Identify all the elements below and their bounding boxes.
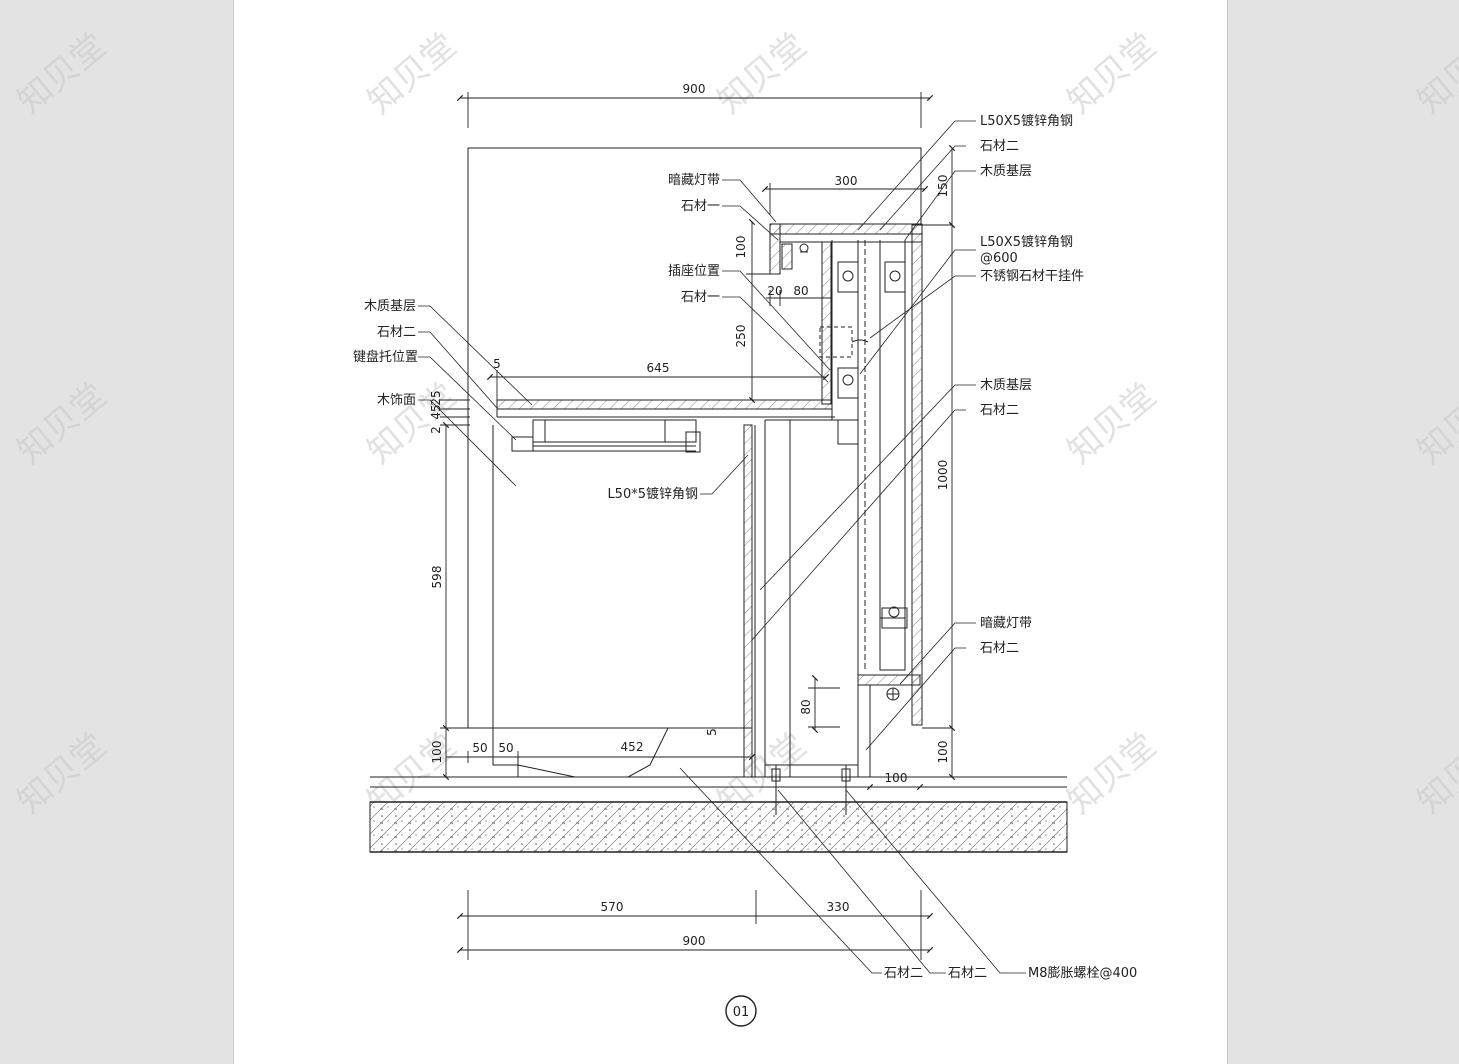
dim-height-598: 598	[430, 566, 444, 589]
dimension-texts: 900 300 150 100 20 80 250 645 5 45 25 2 …	[429, 82, 950, 948]
callout-labels: L50X5镀锌角钢 石材二 木质基层 L50X5镀锌角钢 @600 不锈钢石材干…	[353, 113, 1137, 981]
dimension-lines	[440, 92, 956, 960]
watermark: 知贝堂	[10, 376, 114, 472]
watermark: 知贝堂	[710, 26, 814, 122]
front-stone-panel	[743, 424, 753, 778]
watermark: 知贝堂	[1410, 726, 1459, 822]
dim-depth-645: 645	[647, 361, 670, 375]
dim-right-1000: 1000	[936, 460, 950, 491]
dim-slab-45: 45	[429, 404, 443, 419]
label-angle-steel-600-spacing: @600	[980, 251, 1018, 266]
label-keyboard-tray: 键盘托位置	[353, 349, 418, 365]
label-socket: 插座位置	[668, 264, 720, 279]
watermark: 知贝堂	[1410, 26, 1459, 122]
dim-slab-25: 25	[429, 390, 443, 405]
dim-canopy-height: 150	[936, 175, 950, 198]
label-hidden-light-right: 暗藏灯带	[980, 616, 1032, 631]
label-angle-steel-600: L50X5镀锌角钢	[980, 234, 1073, 250]
canopy-top	[769, 223, 923, 235]
label-angle-steel-l50: L50*5镀锌角钢	[607, 486, 698, 502]
watermark-group: 知贝堂 知贝堂 知贝堂 知贝堂 知贝堂 知贝堂 知贝堂 知贝堂 知贝堂 知贝堂 …	[10, 26, 1459, 822]
label-angle-steel-top: L50X5镀锌角钢	[980, 113, 1073, 129]
dim-slab-5: 5	[493, 357, 501, 371]
dim-shelf-20: 20	[767, 284, 782, 298]
sheet-number: 01	[733, 1005, 750, 1020]
label-hidden-light-left: 暗藏灯带	[668, 173, 720, 188]
dim-toe-50-b: 50	[498, 741, 513, 755]
upper-stone-panel	[821, 241, 832, 405]
label-stone-two-mid: 石材二	[980, 403, 1019, 418]
watermark: 知贝堂	[360, 26, 464, 122]
label-stone-two-left: 石材二	[377, 325, 416, 340]
label-wood-base-left: 木质基层	[364, 299, 416, 314]
label-wood-base-mid: 木质基层	[980, 378, 1032, 393]
label-bolt: M8膨胀螺栓@400	[1028, 966, 1137, 981]
dim-bottom-570: 570	[601, 900, 624, 914]
dim-bottom-900: 900	[683, 934, 706, 948]
label-wood-base-top: 木质基层	[980, 164, 1032, 179]
label-wood-finish: 木饰面	[377, 393, 416, 408]
dim-bottom-330: 330	[827, 900, 850, 914]
socket-box	[819, 326, 853, 358]
dim-top-width: 900	[683, 82, 706, 96]
rear-stone-panel	[911, 224, 923, 726]
label-stone-two-bottom-b: 石材二	[948, 966, 987, 981]
dim-toe-50-a: 50	[472, 741, 487, 755]
label-stone-one-top: 石材一	[681, 199, 720, 214]
watermark: 知贝堂	[360, 376, 464, 472]
concrete-slab	[369, 801, 1068, 853]
watermark: 知贝堂	[1410, 376, 1459, 472]
dim-canopy-width: 300	[835, 174, 858, 188]
label-stone-one-mid: 石材一	[681, 290, 720, 305]
dim-base-100-left: 100	[430, 741, 444, 764]
dim-slab-2: 2	[429, 426, 443, 434]
desk-top-slab	[496, 399, 833, 410]
label-stainless-hanger: 不锈钢石材干挂件	[980, 269, 1084, 284]
dim-gap-5: 5	[705, 728, 719, 736]
watermark: 知贝堂	[10, 26, 114, 122]
watermark: 知贝堂	[1060, 26, 1164, 122]
watermark: 知贝堂	[10, 726, 114, 822]
dim-base-100-right: 100	[936, 741, 950, 764]
watermark: 知贝堂	[1060, 726, 1164, 822]
dim-shelf-80: 80	[793, 284, 808, 298]
dim-base-100-bottom: 100	[885, 771, 908, 785]
leader-lines	[418, 120, 1026, 974]
label-stone-two-top: 石材二	[980, 139, 1019, 154]
angle-bracket	[837, 261, 908, 671]
label-stone-two-right: 石材二	[980, 641, 1019, 656]
drawing-sheet	[233, 0, 1228, 1064]
dim-canopy-drop: 100	[734, 236, 748, 259]
dim-block-80: 80	[799, 699, 813, 714]
dim-toe-452: 452	[621, 740, 644, 754]
dim-drop-250: 250	[734, 325, 748, 348]
label-stone-two-bottom-a: 石材二	[884, 966, 923, 981]
sheet-number-badge: 01	[725, 995, 757, 1027]
watermark: 知贝堂	[1060, 376, 1164, 472]
